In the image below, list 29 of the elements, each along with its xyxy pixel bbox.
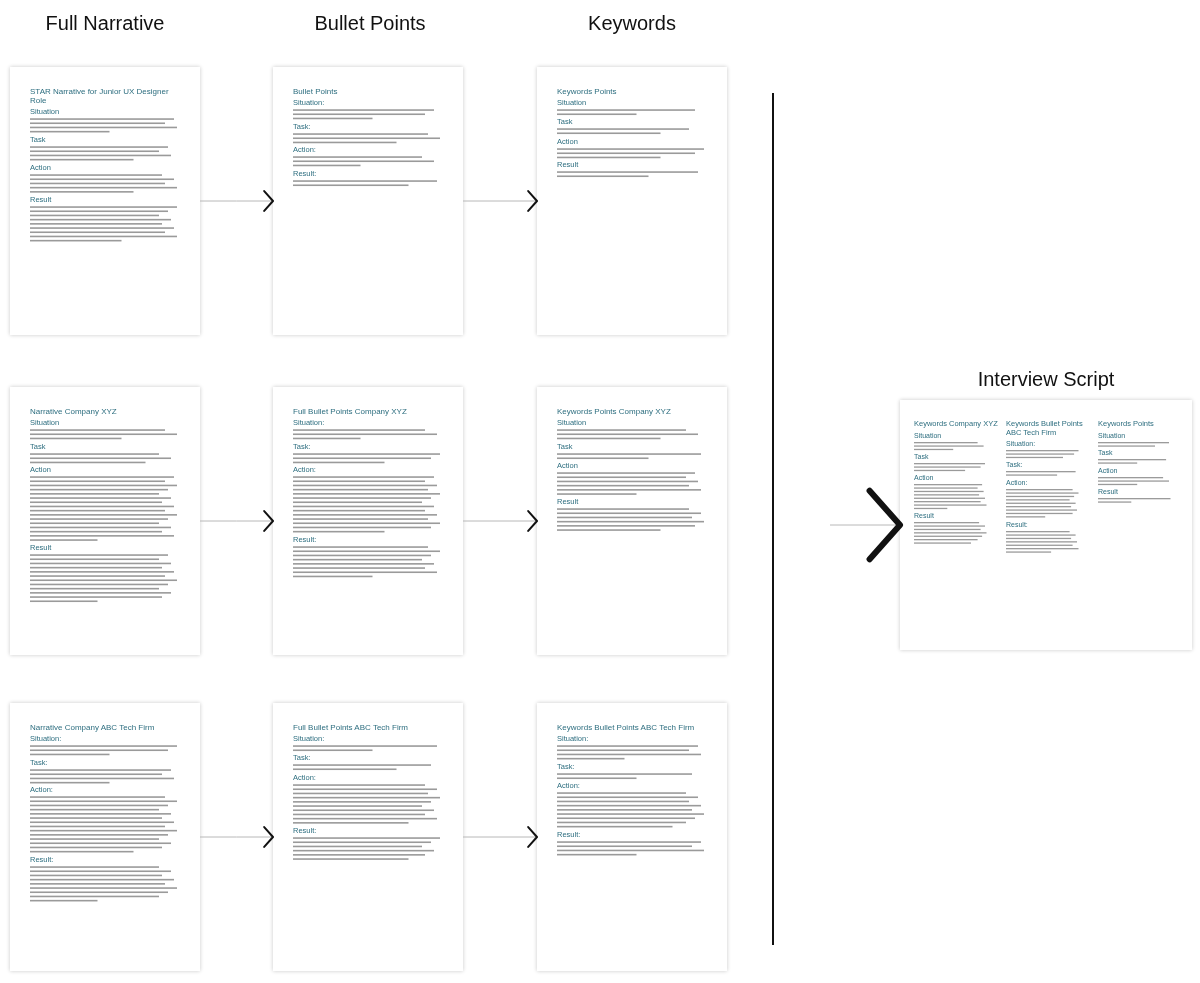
page-title: Bullet Points: [293, 87, 338, 96]
document-page: [273, 67, 463, 335]
column-heading: Full Narrative: [45, 12, 165, 35]
document-page: [273, 387, 463, 655]
page-title: Narrative Company XYZ: [30, 407, 117, 416]
document-page: [10, 703, 200, 971]
page-title: STAR Narrative for Junior UX Designer Role: [30, 87, 170, 105]
document-page: [273, 703, 463, 971]
page-title: Full Bullet Points ABC Tech Firm: [293, 723, 408, 732]
document-page: [537, 703, 727, 971]
chevron-arrow: [829, 487, 904, 563]
chevron-arrow: [199, 190, 274, 212]
document-page: [537, 387, 727, 655]
document-page: [10, 387, 200, 655]
chevron-arrow: [199, 826, 274, 848]
chevron-arrow: [462, 190, 538, 212]
column-heading: Bullet Points: [314, 12, 426, 35]
document-page: [537, 67, 727, 335]
page-title: Narrative Company ABC Tech Firm: [30, 723, 155, 732]
document-page: [10, 67, 200, 335]
chevron-arrow: [199, 510, 274, 532]
page-title: Full Bullet Points Company XYZ: [293, 407, 407, 416]
chevron-arrow: [462, 826, 538, 848]
page-title: Keywords Bullet Points ABC Tech Firm: [557, 723, 695, 732]
page-heading: Interview Script: [977, 368, 1115, 391]
page-title: Keywords Points Company XYZ: [557, 407, 671, 416]
chevron-arrow: [462, 510, 538, 532]
page-title: Keywords Points: [557, 87, 617, 96]
column-heading: Keywords: [588, 12, 676, 35]
